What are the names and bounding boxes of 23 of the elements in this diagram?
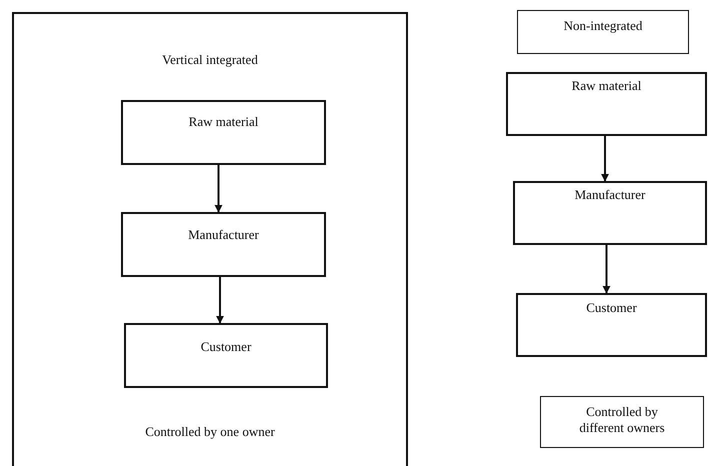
box-label: Raw material: [188, 114, 260, 130]
arrow: [601, 136, 609, 182]
process-box: [121, 100, 326, 165]
box-label: Customer: [200, 339, 252, 356]
process-box: [121, 212, 326, 277]
box-label: Manufacturer: [574, 187, 646, 204]
process-box: [513, 181, 707, 245]
box-label: Non-integrated: [562, 18, 644, 34]
box-label: Customer: [585, 300, 638, 316]
arrow: [602, 245, 610, 294]
group-frame: [12, 12, 408, 466]
box-label: Raw material: [570, 78, 642, 94]
process-box: [124, 323, 328, 388]
frame-title: Vertical integrated: [161, 52, 259, 68]
process-box: [516, 293, 707, 357]
box-label: Controlled by different owners: [578, 404, 666, 436]
process-box: [540, 396, 704, 448]
arrow: [216, 277, 224, 324]
process-box: [506, 72, 707, 136]
box-label: Manufacturer: [187, 227, 260, 244]
process-box: [517, 10, 689, 54]
arrow: [214, 165, 222, 213]
frame-note: Controlled by one owner: [144, 424, 276, 440]
